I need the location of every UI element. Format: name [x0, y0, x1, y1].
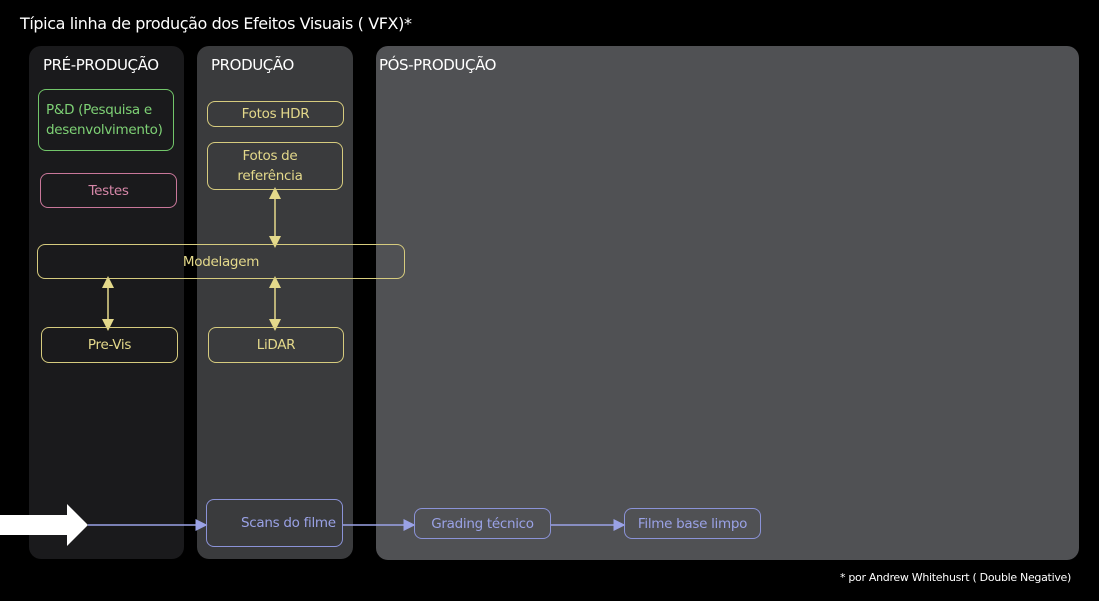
node-fotos-referencia: Fotos de referência: [207, 142, 343, 190]
node-previs: Pre-Vis: [41, 327, 178, 363]
node-grading-tecnico: Grading técnico: [414, 508, 551, 539]
node-testes: Testes: [40, 173, 177, 208]
column-title-production: PRODUÇÃO: [211, 56, 294, 74]
node-scans-filme: Scans do filme: [206, 499, 343, 547]
node-fotos-hdr: Fotos HDR: [207, 101, 344, 127]
column-post-production: PÓS-PRODUÇÃO: [376, 46, 1079, 560]
column-title-pre-production: PRÉ-PRODUÇÃO: [43, 56, 159, 74]
column-title-post-production: PÓS-PRODUÇÃO: [379, 56, 497, 74]
input-arrow-icon: [0, 504, 88, 546]
node-lidar: LiDAR: [208, 327, 344, 363]
node-filme-base-limpo: Filme base limpo: [624, 508, 761, 539]
diagram-title: Típica linha de produção dos Efeitos Vis…: [20, 14, 412, 33]
footnote: * por Andrew Whitehusrt ( Double Negativ…: [839, 571, 1071, 584]
node-pd: P&D (Pesquisa e desenvolvimento): [38, 89, 174, 151]
node-modelagem: Modelagem: [37, 244, 405, 279]
